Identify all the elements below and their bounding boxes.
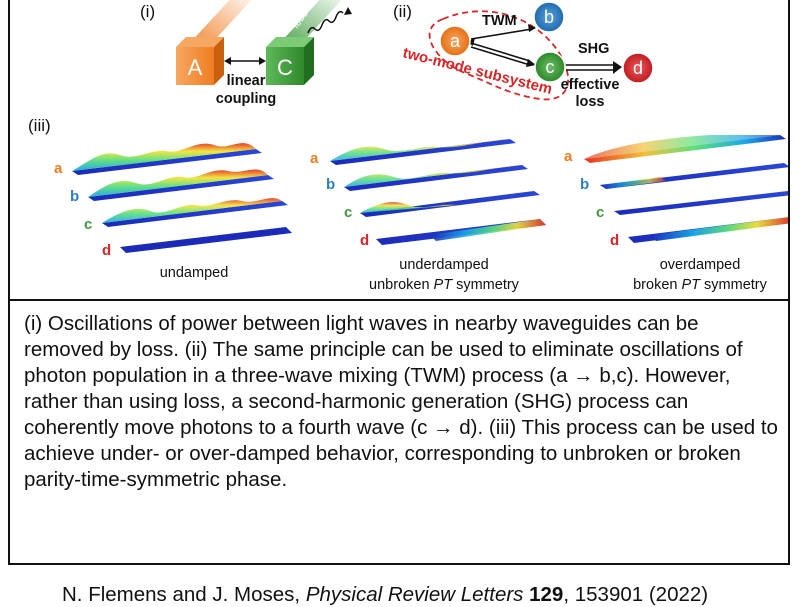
strip-c [102,198,288,227]
wave-letter-a: a [310,150,319,167]
node-b: b [533,1,565,33]
effective-loss-line1: effective [561,77,620,93]
strip-d [628,217,788,243]
box-a: A [176,37,224,85]
loss-arrow [307,7,352,34]
effective-loss-line2: loss [575,94,604,110]
coupling-arrow [224,57,266,65]
strip-b [600,163,788,189]
twm-label: TWM [482,13,517,29]
panel-ii-label: (ii) [393,2,412,21]
strip-b [88,169,274,201]
figure-panels: (i) A C linea [28,0,788,293]
node-c: c [534,51,566,83]
wave-letter-c: c [596,204,604,221]
wave-letter-a: a [54,160,63,177]
wave-letter-a: a [564,148,573,165]
wave-letter-b: b [70,188,79,205]
column-caption-overdamped-line2: broken PT symmetry [633,277,768,293]
wave-letter-b: b [326,176,335,193]
panel-iii-label: (iii) [28,116,51,135]
panel-iii: (iii) a b c d [28,116,788,293]
shg-arrows [566,61,622,74]
panel-i-label: (i) [140,2,155,21]
strip-d [376,219,546,245]
wave-letter-c: c [344,204,352,221]
strip-d [120,227,292,253]
panel-i: (i) A C linea [140,0,352,107]
box-a-letter: A [188,55,203,80]
citation-journal: Physical Review Letters [305,583,524,606]
strip-a [330,139,516,165]
wave-letter-b: b [580,176,589,193]
coupling-label-line2: coupling [216,91,276,107]
strip-a [584,135,786,163]
svg-text:d: d [633,58,643,78]
column-undamped: a b c d undamped [54,143,292,281]
column-caption-undamped: undamped [160,265,229,281]
beam-a [188,0,252,45]
wave-letter-d: d [102,242,111,259]
svg-text:c: c [546,57,555,77]
shg-label: SHG [578,41,609,57]
column-caption-underdamped-line2: unbroken PT symmetry [369,277,520,293]
wave-letter-c: c [84,216,92,233]
citation-volume: 129 [523,583,564,606]
twm-arrows [467,24,536,67]
strip-c [360,191,540,217]
subsystem-outline [428,10,569,101]
citation: N. Flemens and J. Moses, Physical Review… [62,583,708,607]
wave-letter-d: d [360,232,369,249]
box-c: C [266,37,314,85]
strip-b [344,165,528,191]
subsystem-label: two-mode subsystem [401,44,554,98]
column-caption-overdamped: overdamped [660,257,741,273]
wave-letter-d: d [610,232,619,249]
column-underdamped: a b c d [310,139,546,293]
svg-text:b: b [544,7,554,27]
column-caption-underdamped: underdamped [399,257,489,273]
figure-frame: (i) A C linea [8,0,790,565]
coupling-label-line1: linear [227,73,266,89]
node-a: a [439,25,471,57]
citation-authors: N. Flemens and J. Moses, [62,583,306,606]
svg-text:a: a [450,31,461,51]
figure-caption: (i) Oscillations of power between light … [24,312,778,491]
citation-details: , 153901 (2022) [563,583,709,606]
node-d: d [622,52,654,84]
beam-c [278,0,342,45]
strip-a [72,143,262,175]
panel-divider [10,299,788,301]
box-c-letter: C [277,55,293,80]
strip-c [614,191,788,215]
panel-ii: (ii) TWM SHG effective loss [393,1,654,110]
column-overdamped: a b c d overdamped [564,135,788,293]
